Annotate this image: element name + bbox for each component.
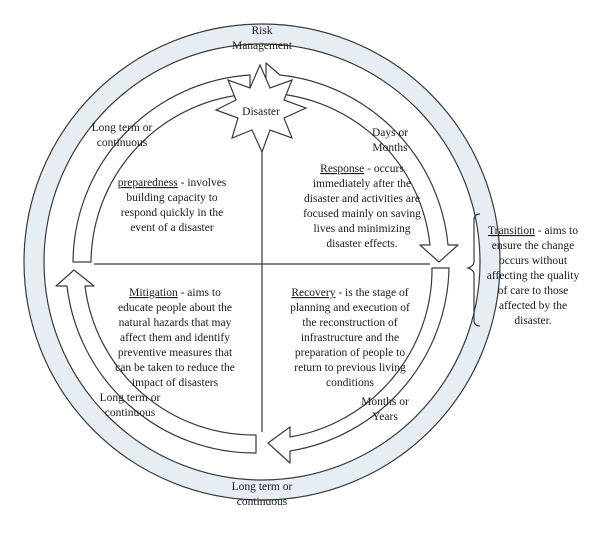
mitigation-term: Mitigation [129,287,178,299]
arrow-mitigation [55,269,257,454]
transition-line-7: disaster. [514,315,551,327]
transition-line-5: of care to those [498,285,569,297]
timing-bottom-left-2: continuous [105,407,156,419]
disaster-label: Disaster [242,106,280,118]
arrow-recovery [267,267,450,464]
recovery-line-2: planning and execution of [290,302,410,314]
preparedness-line-3: respond quickly in the [121,207,224,219]
disaster-burst [214,63,308,154]
response-line-5: lives and minimizing [313,223,410,235]
timing-top-left-1: Long term or [92,122,153,134]
title-line-2: Management [232,40,293,52]
mitigation-line-2: educate people about the [118,302,232,314]
recovery-line-5: preparation of people to [295,347,405,359]
response-line-3: disaster and activities are [304,193,420,205]
timing-top-left-2: continuous [97,137,148,149]
response-line-4: focused mainly on saving [303,208,421,220]
timing-top-right-2: Months [372,142,408,154]
timing-top-right-1: Days or [372,127,408,139]
timing-bottom-left-1: Long term or [100,392,161,404]
recovery-line-3: the reconstruction of [302,317,397,329]
recovery-line-7: conditions [326,377,374,389]
title-line-1: Risk [251,25,272,37]
timing-bottom-right-1: Months or [361,396,409,408]
timing-bottom-right-2: Years [372,411,398,423]
transition-term: Transition [488,225,535,237]
timing-bottom-1: Long term or [232,481,293,493]
preparedness-line-2: building capacity to [126,192,218,204]
mitigation-line-3: natural hazards that may [119,317,232,329]
timing-bottom-2: continuous [237,496,288,508]
transition-line-4: affecting the quality [487,270,580,282]
response-term: Response [320,163,364,175]
mitigation-line-1: Mitigation - aims to [129,287,221,299]
mitigation-line-5: preventive measures that [118,347,233,359]
mitigation-line-4: affect them and identify [120,332,230,344]
response-line-1: Response - occurs [320,163,404,175]
transition-line-6: affected by the [499,300,567,312]
transition-line-3: occurs without [499,255,568,267]
mitigation-line-6: can be taken to reduce the [115,362,235,374]
preparedness-line-4: event of a disaster [130,222,214,234]
transition-bracket [466,213,481,327]
recovery-line-4: infrastructure and the [301,332,399,344]
preparedness-line-1: preparedness - involves [118,177,227,189]
arrow-preparedness [72,74,251,263]
transition-line-1: Transition - aims to [488,225,578,237]
response-line-2: immediately after the [313,178,411,190]
transition-line-2: ensure the change [492,240,574,252]
recovery-line-1: Recovery - is the stage of [291,287,408,299]
response-line-6: disaster effects. [326,238,397,250]
preparedness-term: preparedness [118,177,179,189]
mitigation-line-7: impact of disasters [132,377,219,389]
recovery-line-6: return to previous living [294,362,406,374]
recovery-term: Recovery [291,287,335,299]
